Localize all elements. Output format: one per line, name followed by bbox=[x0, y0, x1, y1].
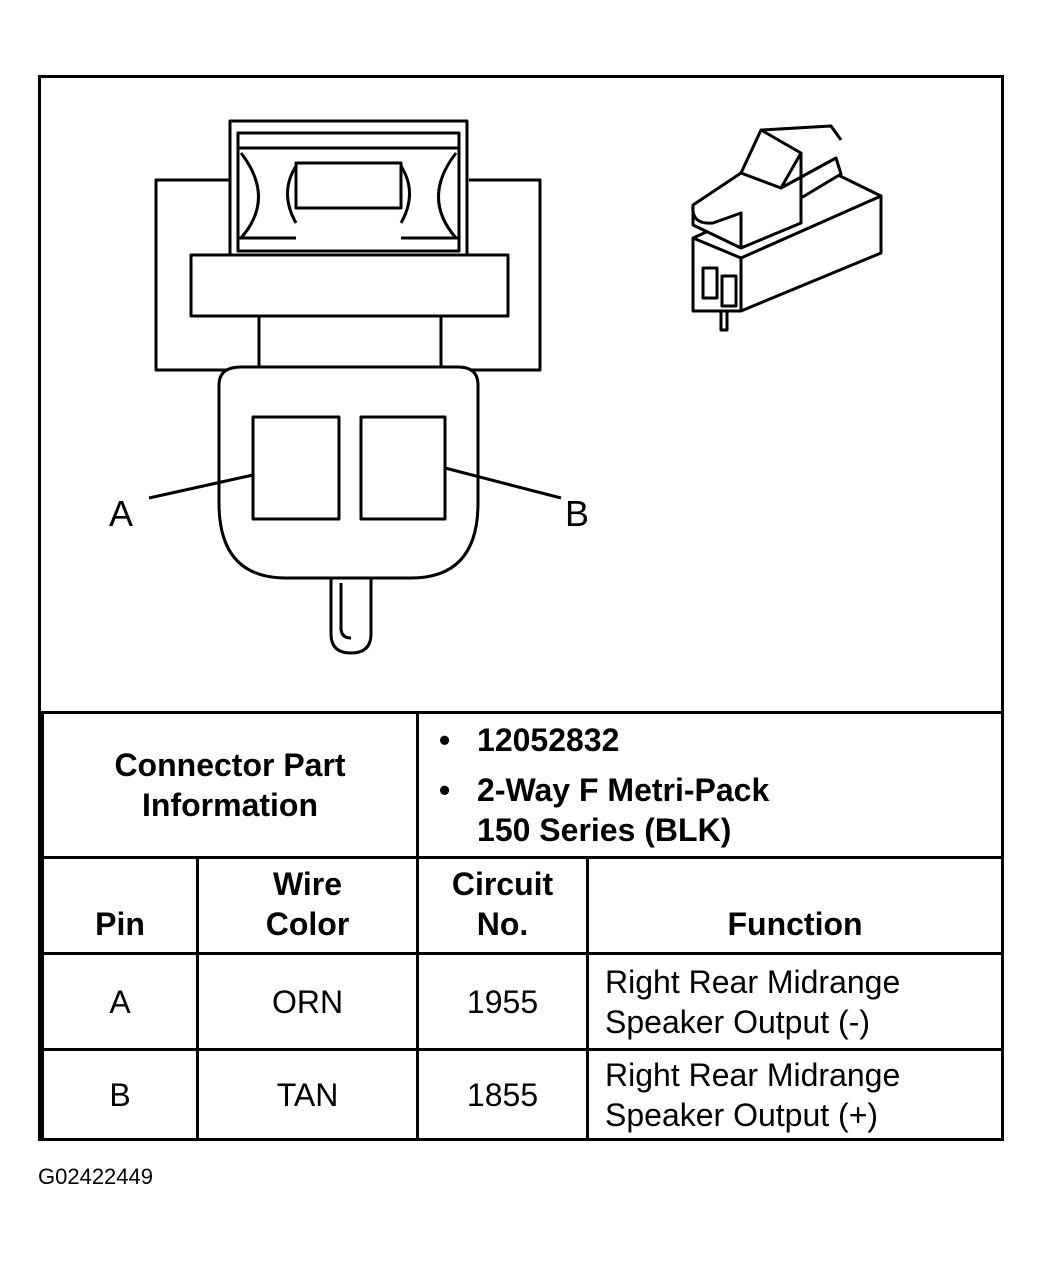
pin-label-a: A bbox=[109, 493, 134, 534]
leader-line-a bbox=[148, 473, 254, 500]
pin-label-b: B bbox=[565, 493, 590, 534]
row-b-function: Right Rear Midrange Speaker Output (+) bbox=[586, 1048, 1005, 1141]
part-number: 12052832 bbox=[477, 722, 620, 758]
figure-code: G02422449 bbox=[38, 1164, 153, 1189]
bullet-1: • bbox=[439, 722, 451, 758]
row-b-pin: B bbox=[41, 1048, 199, 1141]
header-circuit: Circuit No. bbox=[416, 856, 590, 955]
header-circuit-line2: No. bbox=[476, 906, 529, 942]
row-a-function: Right Rear Midrange Speaker Output (-) bbox=[586, 952, 1005, 1051]
part-info-row: Connector Part Information • 12052832 • … bbox=[40, 711, 1005, 859]
header-wire-color: Wire Color bbox=[195, 856, 420, 955]
table-row: A ORN 1955 Right Rear Midrange Speaker O… bbox=[41, 952, 1005, 1051]
header-circuit-line1: Circuit bbox=[451, 866, 554, 902]
row-a-function-line2: Speaker Output (-) bbox=[605, 1003, 871, 1040]
connector-figure-frame: A B Connector Part Information • 1205283… bbox=[38, 75, 1005, 1141]
connector-isometric-icon bbox=[691, 124, 883, 332]
key-tab bbox=[329, 578, 373, 655]
row-b-color: TAN bbox=[195, 1048, 420, 1141]
connector-diagram: A B bbox=[41, 78, 1001, 711]
connector-lower-body bbox=[217, 365, 480, 580]
part-info-header-line1: Connector Part bbox=[114, 747, 346, 783]
connector-face-drawing bbox=[148, 119, 883, 655]
connector-info-table: Connector Part Information • 12052832 • … bbox=[40, 711, 1005, 1141]
part-type-line2: 150 Series (BLK) bbox=[477, 812, 732, 848]
row-b-function-line2: Speaker Output (+) bbox=[605, 1096, 879, 1133]
table-header-row: Pin Wire Color Circuit No. Function bbox=[41, 856, 1005, 955]
part-info-header: Connector Part Information bbox=[40, 711, 420, 859]
row-a-circuit: 1955 bbox=[416, 952, 590, 1051]
header-wire-color-line2: Color bbox=[265, 906, 350, 942]
row-b-function-line1: Right Rear Midrange bbox=[605, 1056, 901, 1093]
table-row: B TAN 1855 Right Rear Midrange Speaker O… bbox=[41, 1048, 1005, 1141]
header-wire-color-line1: Wire bbox=[272, 866, 343, 902]
row-a-function-line1: Right Rear Midrange bbox=[605, 963, 901, 1000]
leader-line-b bbox=[444, 466, 562, 500]
header-pin: Pin bbox=[41, 856, 199, 955]
part-type-item: • 2-Way F Metri-Pack 150 Series (BLK) bbox=[439, 770, 1001, 850]
part-number-item: • 12052832 bbox=[439, 720, 1001, 760]
row-a-pin: A bbox=[41, 952, 199, 1051]
part-type-line1: 2-Way F Metri-Pack bbox=[477, 772, 770, 808]
row-b-circuit: 1855 bbox=[416, 1048, 590, 1141]
bullet-2: • bbox=[439, 772, 451, 808]
part-info-header-line2: Information bbox=[142, 787, 318, 823]
row-a-color: ORN bbox=[195, 952, 420, 1051]
cavity-a bbox=[251, 415, 341, 521]
part-info-list: • 12052832 • 2-Way F Metri-Pack 150 Seri… bbox=[416, 711, 1005, 859]
lock-bar bbox=[189, 253, 510, 318]
header-function: Function bbox=[586, 856, 1005, 955]
